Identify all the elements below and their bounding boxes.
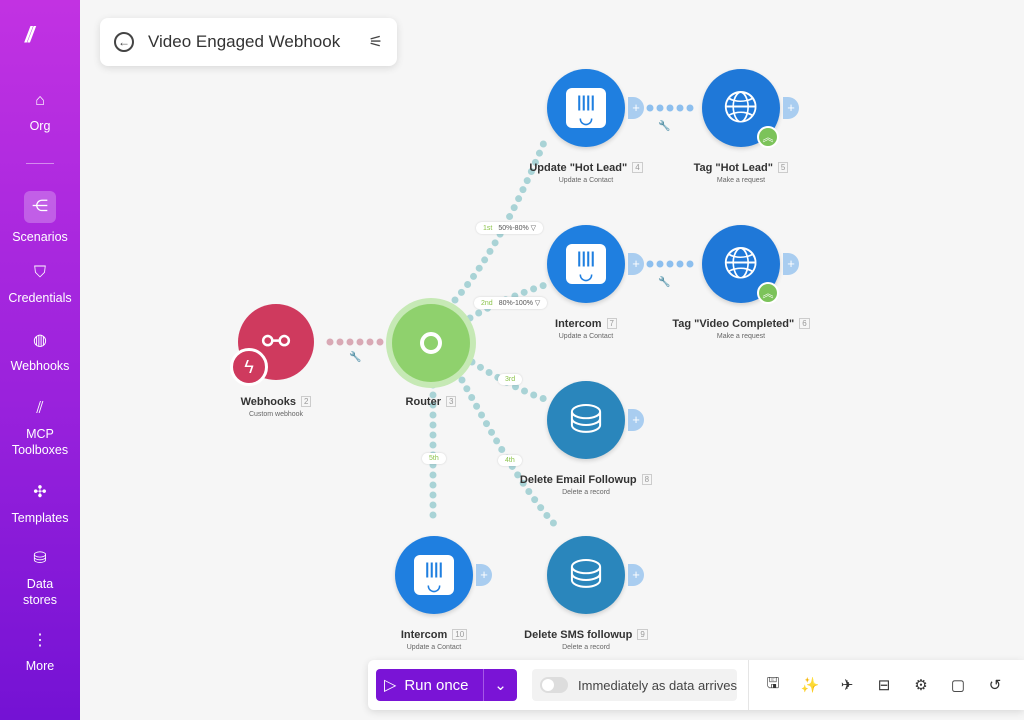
align-icon[interactable]: ⊟ bbox=[877, 677, 891, 694]
module-intercom10[interactable]: ||||◡ bbox=[395, 536, 473, 614]
database-icon: ⛁ bbox=[33, 550, 47, 567]
add-module-button[interactable]: + bbox=[628, 409, 644, 431]
schedule-toggle[interactable] bbox=[540, 677, 568, 693]
plus-icon: + bbox=[632, 100, 640, 115]
settings-sliders-icon[interactable]: ⚟ bbox=[368, 34, 383, 51]
sidebar-item-more[interactable]: ⋮More bbox=[25, 632, 55, 673]
tools-group: 🖫 ✨ ✈ ⊟ ⚙ ▢ ↺ bbox=[748, 660, 1005, 710]
sidebar-item-scenarios[interactable]: ⋲Scenarios bbox=[0, 191, 80, 245]
globe-icon: ◍ bbox=[33, 332, 47, 349]
play-icon: ▷ bbox=[384, 677, 397, 694]
upgrade-badge: ︽ bbox=[757, 282, 779, 304]
module-update-hot-lead[interactable]: ||||◡ bbox=[547, 69, 625, 147]
intercom-icon: ||||◡ bbox=[566, 244, 606, 284]
sidebar-item-mcp-toolboxes[interactable]: ⫽MCP Toolboxes bbox=[11, 400, 69, 457]
sidebar-item-credentials[interactable]: ⛉Credentials bbox=[8, 264, 72, 305]
link-router-route2 bbox=[466, 280, 552, 322]
wrench-icon[interactable]: 🔧 bbox=[658, 277, 671, 288]
plus-icon: + bbox=[632, 412, 640, 427]
instant-trigger-badge: ϟ bbox=[230, 348, 268, 386]
link-router-route4 bbox=[458, 376, 564, 534]
add-module-button[interactable]: + bbox=[628, 564, 644, 586]
more-icon: ⋮ bbox=[32, 632, 48, 649]
gear-icon[interactable]: ⚙ bbox=[914, 677, 928, 694]
module-delete-sms[interactable]: ⛁ bbox=[547, 536, 625, 614]
wrench-icon[interactable]: 🔧 bbox=[658, 121, 671, 132]
bottom-toolbar: ▷Run once ⌄ Immediately as data arrives … bbox=[368, 660, 1024, 710]
filter-icon: ▽ bbox=[534, 300, 541, 307]
note-icon[interactable]: ▢ bbox=[950, 677, 966, 694]
sidebar: // ⌂Org ⋲Scenarios ⛉Credentials ◍Webhook… bbox=[0, 0, 80, 720]
chevron-down-icon: ⌄ bbox=[494, 677, 507, 694]
schedule-setting[interactable]: Immediately as data arrives bbox=[532, 669, 737, 701]
sidebar-item-webhooks[interactable]: ◍Webhooks bbox=[10, 332, 70, 373]
module-router[interactable] bbox=[392, 304, 470, 382]
undo-icon[interactable]: ↺ bbox=[988, 677, 1002, 694]
scenario-header: ← Video Engaged Webhook ⚟ bbox=[100, 18, 397, 66]
intercom-icon: ||||◡ bbox=[566, 88, 606, 128]
back-arrow-icon[interactable]: ← bbox=[114, 32, 134, 52]
filter-icon: ▽ bbox=[530, 225, 537, 232]
plus-icon: + bbox=[632, 567, 640, 582]
filter-route-3[interactable]: 3rd bbox=[498, 374, 523, 385]
link-router-route3 bbox=[468, 358, 552, 404]
save-icon[interactable]: 🖫 bbox=[766, 674, 780, 692]
add-module-button[interactable]: + bbox=[783, 97, 799, 119]
database-icon: ⛁ bbox=[569, 553, 603, 597]
intercom-icon: ||||◡ bbox=[414, 555, 454, 595]
lightning-icon: ϟ bbox=[244, 356, 254, 377]
sidebar-item-templates[interactable]: ✣Templates bbox=[11, 484, 69, 525]
globe-icon: 🌐︎ bbox=[723, 239, 759, 288]
make-logo[interactable]: // bbox=[25, 22, 34, 47]
plus-icon: + bbox=[787, 256, 795, 271]
add-module-button[interactable]: + bbox=[628, 97, 644, 119]
puzzle-icon: ✣ bbox=[33, 484, 47, 501]
scenario-title[interactable]: Video Engaged Webhook bbox=[148, 32, 341, 51]
globe-icon: 🌐︎ bbox=[723, 83, 759, 132]
module-intercom7[interactable]: ||||◡ bbox=[547, 225, 625, 303]
mcp-icon: ⫽ bbox=[36, 400, 44, 417]
run-once-button[interactable]: ▷Run once ⌄ bbox=[376, 669, 517, 701]
divider bbox=[26, 163, 54, 164]
filter-route-5[interactable]: 5th bbox=[422, 453, 446, 464]
airplane-icon[interactable]: ✈ bbox=[840, 677, 854, 694]
filter-route-4[interactable]: 4th bbox=[498, 455, 522, 466]
wrench-icon[interactable]: 🔧 bbox=[349, 352, 362, 363]
plus-icon: + bbox=[480, 567, 488, 582]
double-chevron-up-icon: ︽ bbox=[762, 288, 774, 300]
magic-wand-icon[interactable]: ✨ bbox=[800, 677, 820, 694]
plus-icon: + bbox=[787, 100, 795, 115]
upgrade-badge: ︽ bbox=[757, 126, 779, 148]
home-icon: ⌂ bbox=[35, 92, 45, 109]
shield-icon: ⛉ bbox=[33, 264, 46, 281]
webhook-icon: ⚯ bbox=[261, 323, 291, 361]
double-chevron-up-icon: ︽ bbox=[762, 132, 774, 144]
module-delete-email[interactable]: ⛁ bbox=[547, 381, 625, 459]
sidebar-item-org[interactable]: ⌂Org bbox=[29, 92, 51, 133]
router-icon bbox=[420, 332, 442, 354]
add-module-button[interactable]: + bbox=[476, 564, 492, 586]
sidebar-item-data-stores[interactable]: ⛁Data stores bbox=[22, 550, 58, 607]
add-module-button[interactable]: + bbox=[628, 253, 644, 275]
share-icon: ⋲ bbox=[24, 191, 56, 223]
run-options-dropdown[interactable]: ⌄ bbox=[484, 676, 517, 694]
add-module-button[interactable]: + bbox=[783, 253, 799, 275]
database-icon: ⛁ bbox=[569, 398, 603, 442]
plus-icon: + bbox=[632, 256, 640, 271]
